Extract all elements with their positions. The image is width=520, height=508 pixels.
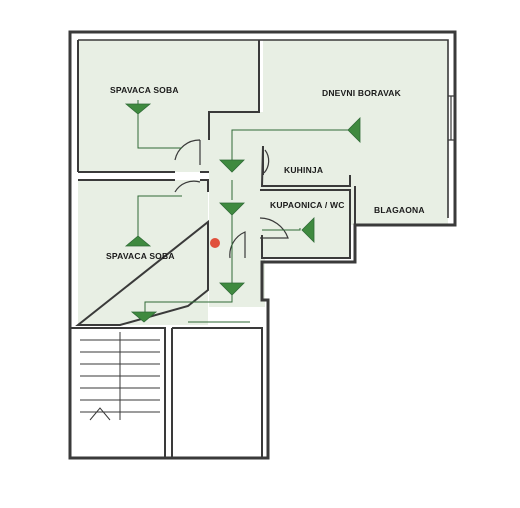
room-label-living-room: DNEVNI BORAVAK [322, 88, 402, 98]
wall-bedroom-bottom [75, 179, 209, 326]
light-marker-bathroom [301, 217, 315, 243]
wall-window-right [448, 95, 455, 141]
light-marker-hall-2 [219, 202, 245, 216]
wall-bathroom [260, 189, 351, 259]
door-bathroom [259, 217, 289, 239]
outlet-dot [210, 238, 220, 248]
door-hall [229, 231, 246, 259]
light-marker-bedroom-top [124, 103, 152, 115]
outer-wall [68, 30, 457, 460]
room-label-pantry: BLAGAONA [374, 205, 425, 215]
wall-stair-enclosure [70, 327, 263, 458]
light-marker-living-room [347, 117, 361, 143]
wiring [137, 100, 352, 323]
room-label-bedroom-top: SPAVACA SOBA [110, 85, 179, 95]
room-fill-bedroom-bottom [78, 180, 208, 325]
walls [68, 30, 457, 460]
light-marker-bedroom-bottom [124, 235, 152, 247]
light-markers [124, 103, 361, 323]
door-bedroom-bottom [174, 180, 201, 193]
room-fill-kitchen [262, 146, 350, 186]
room-label-bedroom-bottom: SPAVACA SOBA [106, 251, 175, 261]
door-kitchen [263, 149, 270, 174]
staircase [80, 332, 160, 421]
light-marker-hall-3 [219, 282, 245, 296]
wall-bedroom-top-right [208, 40, 260, 140]
room-label-bathroom: KUPAONICA / WC [270, 200, 345, 210]
light-marker-hall-1 [219, 159, 245, 173]
room-labels: SPAVACA SOBA DNEVNI BORAVAK KUHINJA KUPA… [106, 85, 425, 261]
door-bedroom-top [174, 139, 201, 165]
doors [174, 139, 289, 259]
inner-wall-outline [78, 39, 449, 218]
room-label-kitchen: KUHINJA [284, 165, 323, 175]
room-fill-bathroom [262, 190, 350, 258]
wall-kitchen [260, 145, 351, 187]
light-marker-stairs [130, 311, 158, 323]
